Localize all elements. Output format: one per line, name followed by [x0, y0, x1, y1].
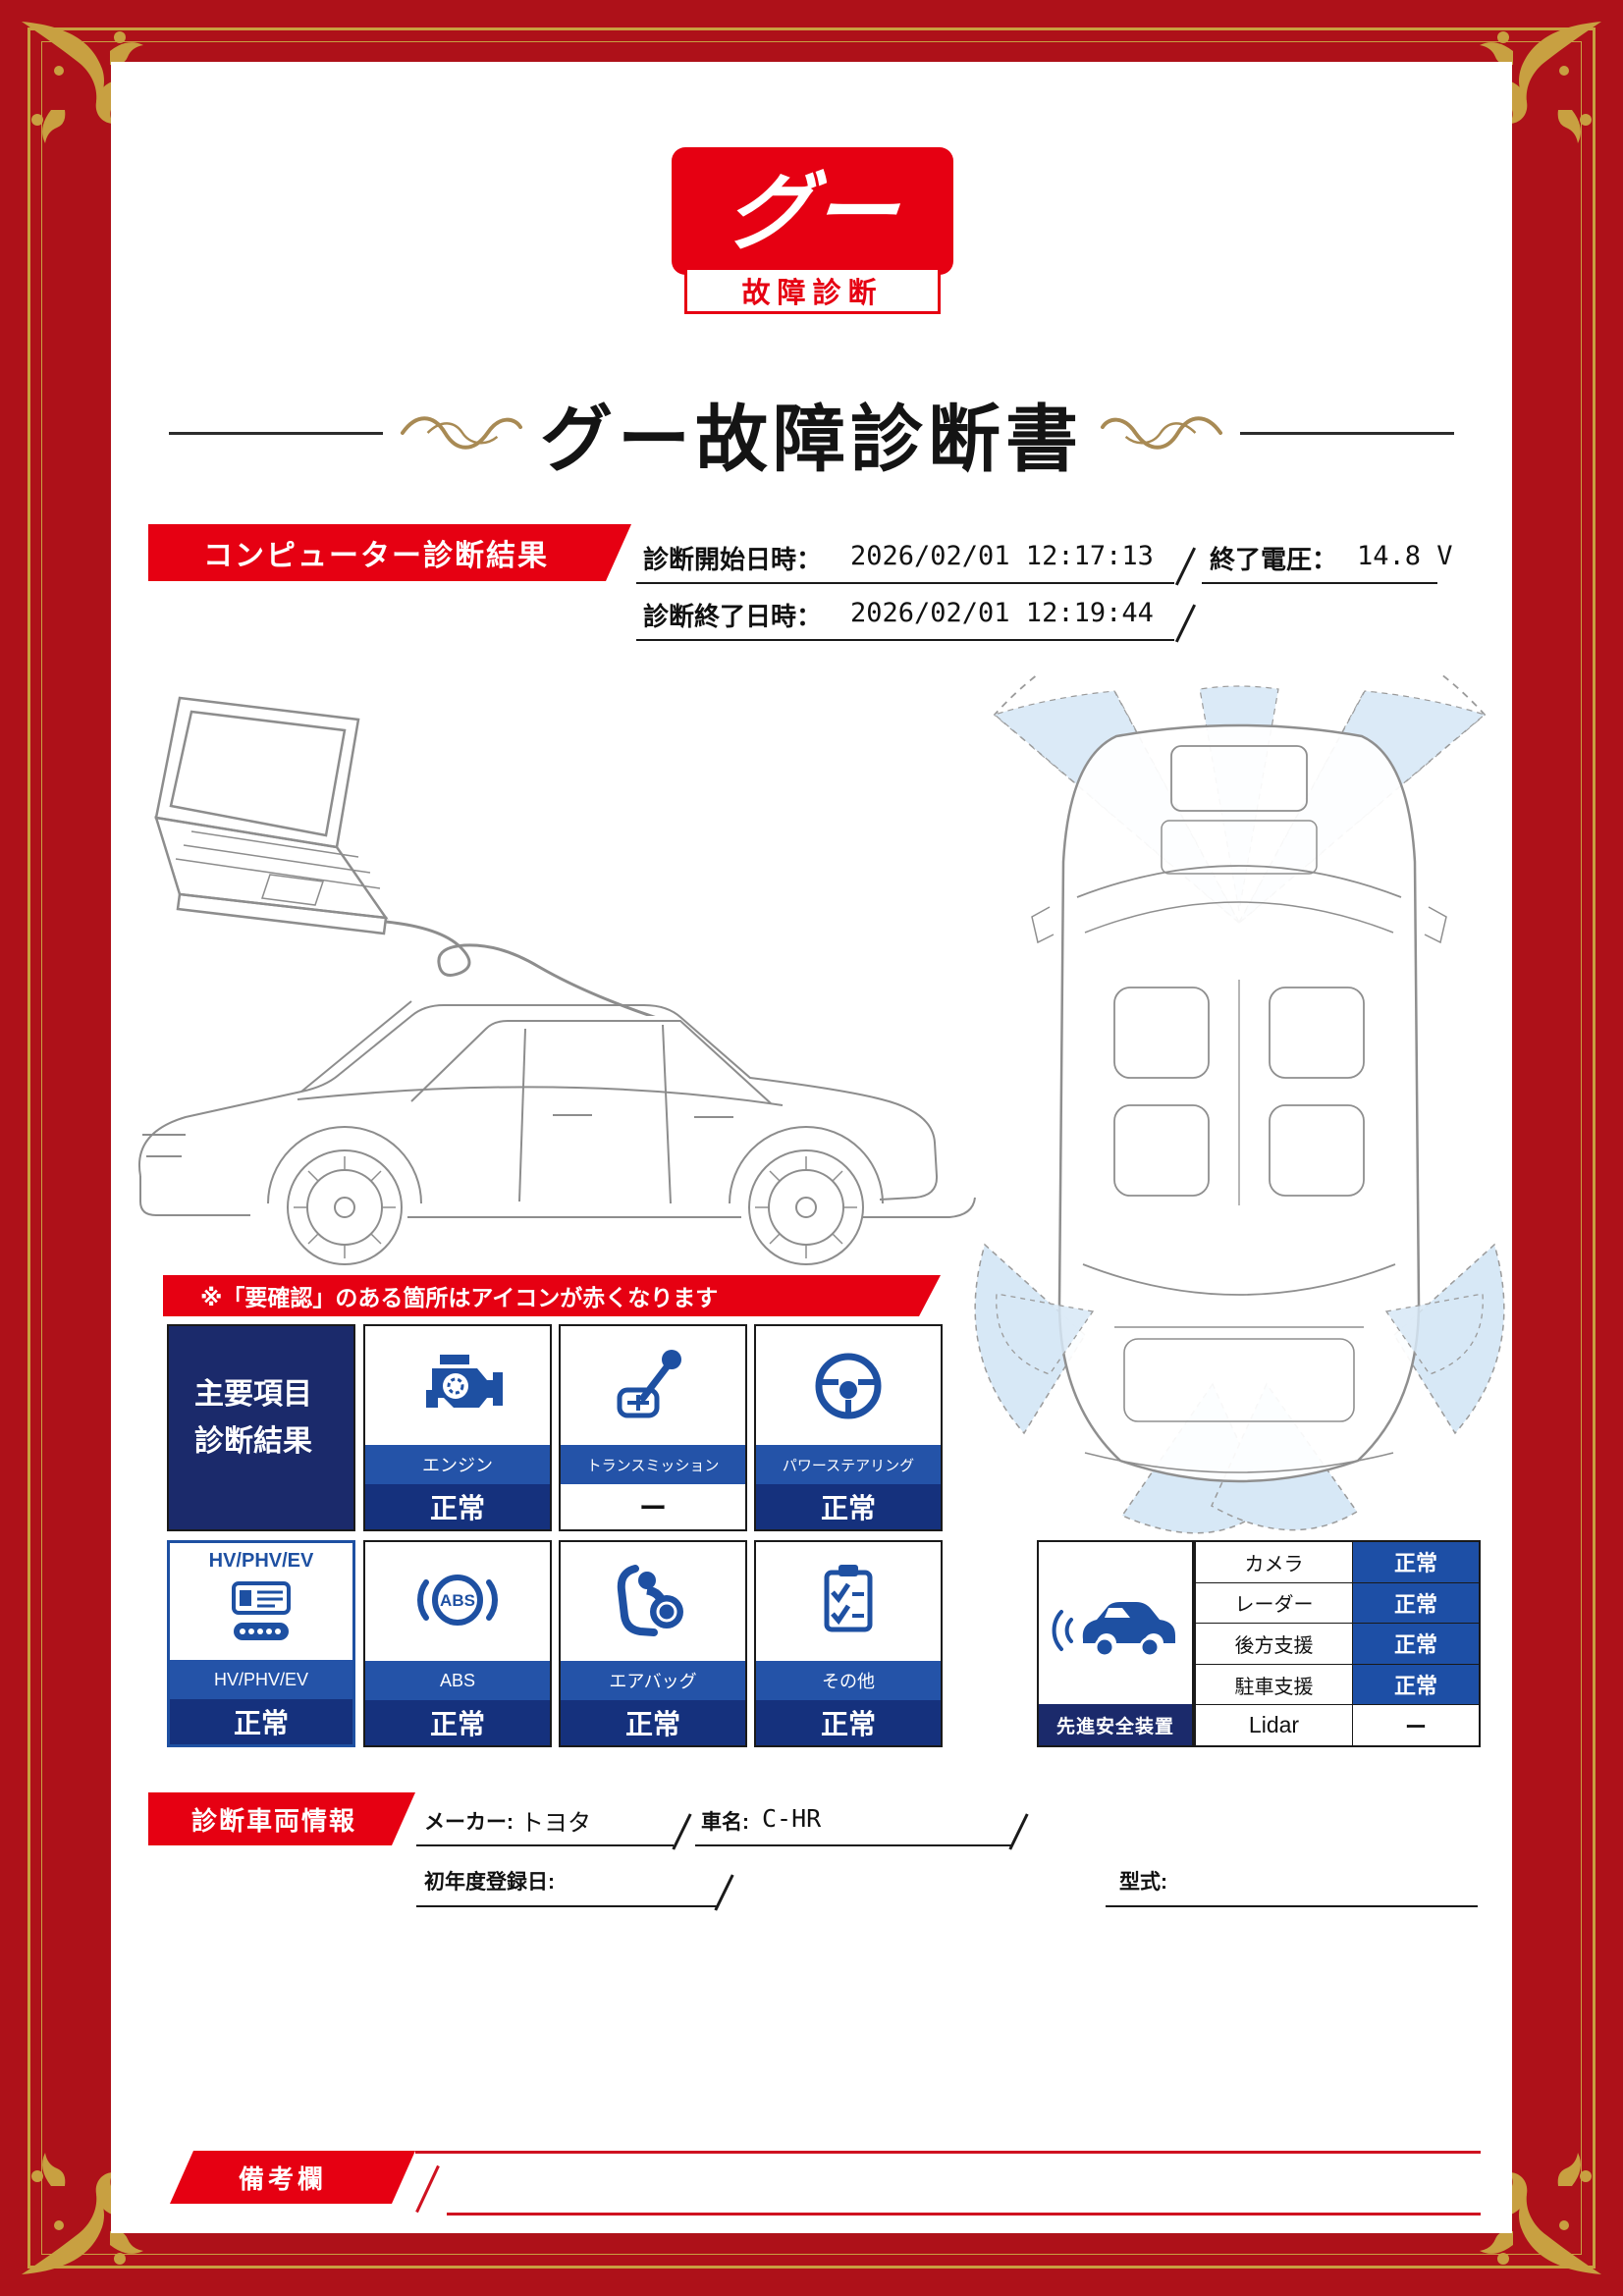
header-line2: 診断結果 [194, 1425, 312, 1458]
rule [1106, 1905, 1478, 1907]
rule [695, 1844, 1011, 1846]
diag-box-airbag: エアバッグ 正常 [559, 1540, 747, 1747]
voltage-value: 14.8 V [1357, 541, 1453, 571]
safety-row-radar: レーダー 正常 [1196, 1581, 1479, 1624]
remarks-rule-top [415, 2151, 1481, 2154]
safety-name: レーダー [1196, 1582, 1353, 1624]
safety-row-parking-support: 駐車支援 正常 [1196, 1663, 1479, 1705]
airbag-icon [617, 1564, 683, 1636]
rule [636, 639, 1174, 641]
goo-logo: グー [672, 147, 953, 275]
diag-label: その他 [756, 1661, 941, 1700]
engine-icon [426, 1354, 503, 1408]
rule [416, 1905, 717, 1907]
diag-box-transmission: トランスミッション ー [559, 1324, 747, 1531]
diag-label: パワーステアリング [756, 1445, 941, 1484]
diag-box-other: その他 正常 [754, 1540, 943, 1747]
safety-name: 後方支援 [1196, 1624, 1353, 1664]
rule [1202, 582, 1437, 584]
diag-status: 正常 [365, 1484, 550, 1529]
registration-label: 初年度登録日: [424, 1871, 555, 1894]
rule [636, 582, 1174, 584]
safety-status: 正常 [1353, 1664, 1479, 1705]
start-time-label: 診断開始日時： [643, 545, 823, 574]
safety-name: カメラ [1196, 1542, 1353, 1582]
logo-subtitle: 故障診断 [684, 267, 941, 314]
voltage-label: 終了電圧： [1210, 545, 1338, 574]
laptop-illustration [154, 696, 656, 1016]
safety-row-lidar: Lidar ー [1196, 1704, 1479, 1745]
remarks-banner: 備考欄 [170, 2151, 415, 2204]
diag-box-power-steering: パワーステアリング 正常 [754, 1324, 943, 1531]
diag-status: 正常 [756, 1700, 941, 1745]
header-line1: 主要項目 [194, 1378, 312, 1411]
diag-label: HV/PHV/EV [170, 1660, 352, 1699]
page-title: グー故障診断書 [540, 398, 1083, 480]
gold-frame-outer [27, 27, 1596, 2269]
diag-label: トランスミッション [561, 1445, 745, 1484]
steering-wheel-icon [815, 1353, 882, 1418]
abs-icon: ABS [417, 1574, 498, 1626]
car-name-value: C-HR [762, 1804, 822, 1833]
diag-box-abs: ABS ABS 正常 [363, 1540, 552, 1747]
maker-label: メーカー: [424, 1811, 514, 1834]
safety-status: 正常 [1353, 1582, 1479, 1624]
transmission-icon [617, 1349, 681, 1417]
diag-status: 正常 [365, 1700, 550, 1745]
maker-value: トヨタ [520, 1810, 591, 1837]
car-top-sensors-illustration [974, 675, 1505, 1534]
gold-frame-inner [41, 41, 1582, 2255]
vehicle-info-banner: 診断車両情報 [148, 1792, 415, 1845]
model-code-label: 型式: [1119, 1871, 1167, 1894]
diag-label: ABS [365, 1661, 550, 1700]
hv-top-label: HV/PHV/EV [208, 1550, 314, 1572]
diag-status: 正常 [561, 1700, 745, 1745]
safety-device-table: カメラ 正常 レーダー 正常 後方支援 正常 駐車支援 正常 Lidar ー [1194, 1540, 1481, 1747]
flourish-icon [1100, 416, 1223, 450]
car-name-label: 車名: [701, 1811, 749, 1834]
safety-status: ー [1353, 1705, 1479, 1745]
diag-status: 正常 [756, 1484, 941, 1529]
rule [416, 1844, 674, 1846]
diag-status: ー [561, 1484, 745, 1529]
safety-row-rear-support: 後方支援 正常 [1196, 1623, 1479, 1664]
end-time-label: 診断終了日時： [643, 602, 823, 631]
title-rule-right [1240, 431, 1454, 435]
safety-status: 正常 [1353, 1542, 1479, 1582]
flourish-icon [400, 416, 523, 450]
corner-ornament-icon [1480, 2153, 1601, 2274]
sensor-car-icon [1052, 1601, 1175, 1657]
safety-row-camera: カメラ 正常 [1196, 1542, 1479, 1582]
diag-status: 正常 [170, 1699, 352, 1744]
logo-text: グー [721, 165, 904, 260]
main-results-header: 主要項目 診断結果 [167, 1324, 355, 1531]
start-time-value: 2026/02/01 12:17:13 [850, 541, 1154, 571]
end-time-value: 2026/02/01 12:19:44 [850, 598, 1154, 628]
safety-device-cell: 先進安全装置 [1037, 1540, 1194, 1747]
safety-status: 正常 [1353, 1624, 1479, 1664]
diag-box-engine: エンジン 正常 [363, 1324, 552, 1531]
notice-banner: ※「要確認」のある箇所はアイコンが赤くなります [163, 1275, 941, 1316]
title-rule-left [169, 431, 383, 435]
diag-label: エンジン [365, 1445, 550, 1484]
report-title-row: グー故障診断書 [111, 389, 1512, 480]
safety-device-label: 先進安全装置 [1039, 1704, 1192, 1745]
remarks-rule-bottom [447, 2213, 1481, 2216]
car-side-illustration [138, 1000, 976, 1265]
clipboard-icon [824, 1564, 873, 1631]
diag-box-hv: HV/PHV/EV HV/PHV/EV 正常 [167, 1540, 355, 1747]
computer-result-banner: コンピューター診断結果 [148, 524, 631, 581]
diag-label: エアバッグ [561, 1661, 745, 1700]
hv-battery-icon [232, 1580, 291, 1640]
safety-name: Lidar [1196, 1705, 1353, 1745]
safety-name: 駐車支援 [1196, 1664, 1353, 1705]
abs-icon-text: ABS [440, 1591, 475, 1610]
